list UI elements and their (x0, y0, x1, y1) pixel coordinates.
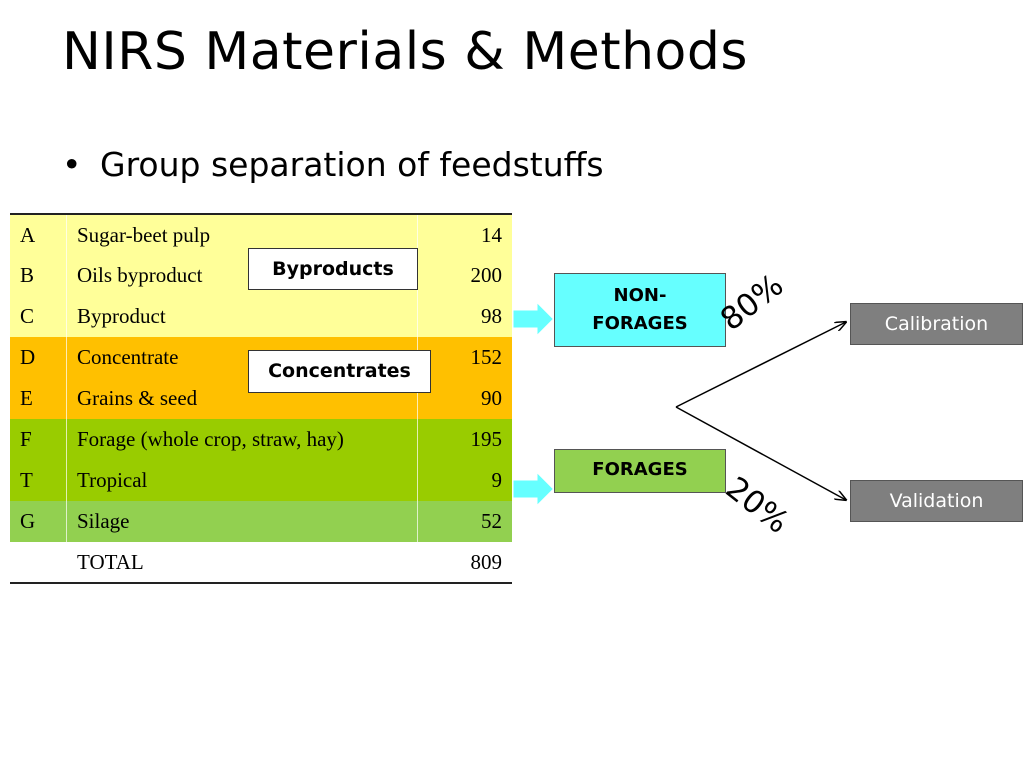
row-code: C (20, 304, 35, 328)
split-line-calibration (675, 322, 846, 408)
split-line-validation (675, 406, 846, 500)
bullet-symbol: • (62, 145, 82, 184)
calibration-box: Calibration (850, 303, 1023, 345)
row-count: 14 (417, 213, 512, 255)
forages-box: FORAGES (554, 449, 726, 493)
row-description: Byproduct (66, 296, 418, 337)
row-description: Forage (whole crop, straw, hay) (66, 419, 418, 460)
table-row: F Forage (whole crop, straw, hay)195 (10, 419, 512, 460)
row-description: TOTAL (66, 542, 418, 584)
row-count: 195 (417, 419, 512, 460)
row-code: A (10, 213, 67, 255)
non-forages-line1: NON- (613, 285, 667, 306)
row-code (10, 542, 67, 584)
concentrates-label: Concentrates (248, 350, 431, 393)
row-description: Grains & seed (66, 378, 418, 419)
row-count: 90 (417, 378, 512, 419)
row-description: Silage (66, 501, 418, 542)
row-count: 9 (417, 460, 512, 501)
row-code: B (20, 263, 35, 287)
validation-box: Validation (850, 480, 1023, 522)
non-forages-line2: FORAGES (592, 313, 688, 334)
row-count: 152 (417, 337, 512, 378)
row-code: F (20, 427, 32, 451)
slide-title: NIRS Materials & Methods (62, 22, 748, 82)
arrow-to-non-forages (513, 303, 553, 335)
arrow-to-forages (513, 473, 553, 505)
row-code: T (20, 468, 33, 492)
row-description: Tropical (66, 460, 418, 501)
row-code: G (20, 509, 36, 533)
row-count: 98 (417, 296, 512, 337)
row-count: 52 (417, 501, 512, 542)
bullet-text: Group separation of feedstuffs (100, 145, 604, 184)
non-forages-box: NON- FORAGES (554, 273, 726, 347)
row-code: D (20, 345, 36, 369)
byproducts-label: Byproducts (248, 248, 418, 290)
row-count: 809 (417, 542, 512, 584)
bullet-item: • Group separation of feedstuffs (62, 145, 604, 184)
row-description: Sugar-beet pulp (66, 213, 418, 255)
row-code: E (20, 386, 33, 410)
